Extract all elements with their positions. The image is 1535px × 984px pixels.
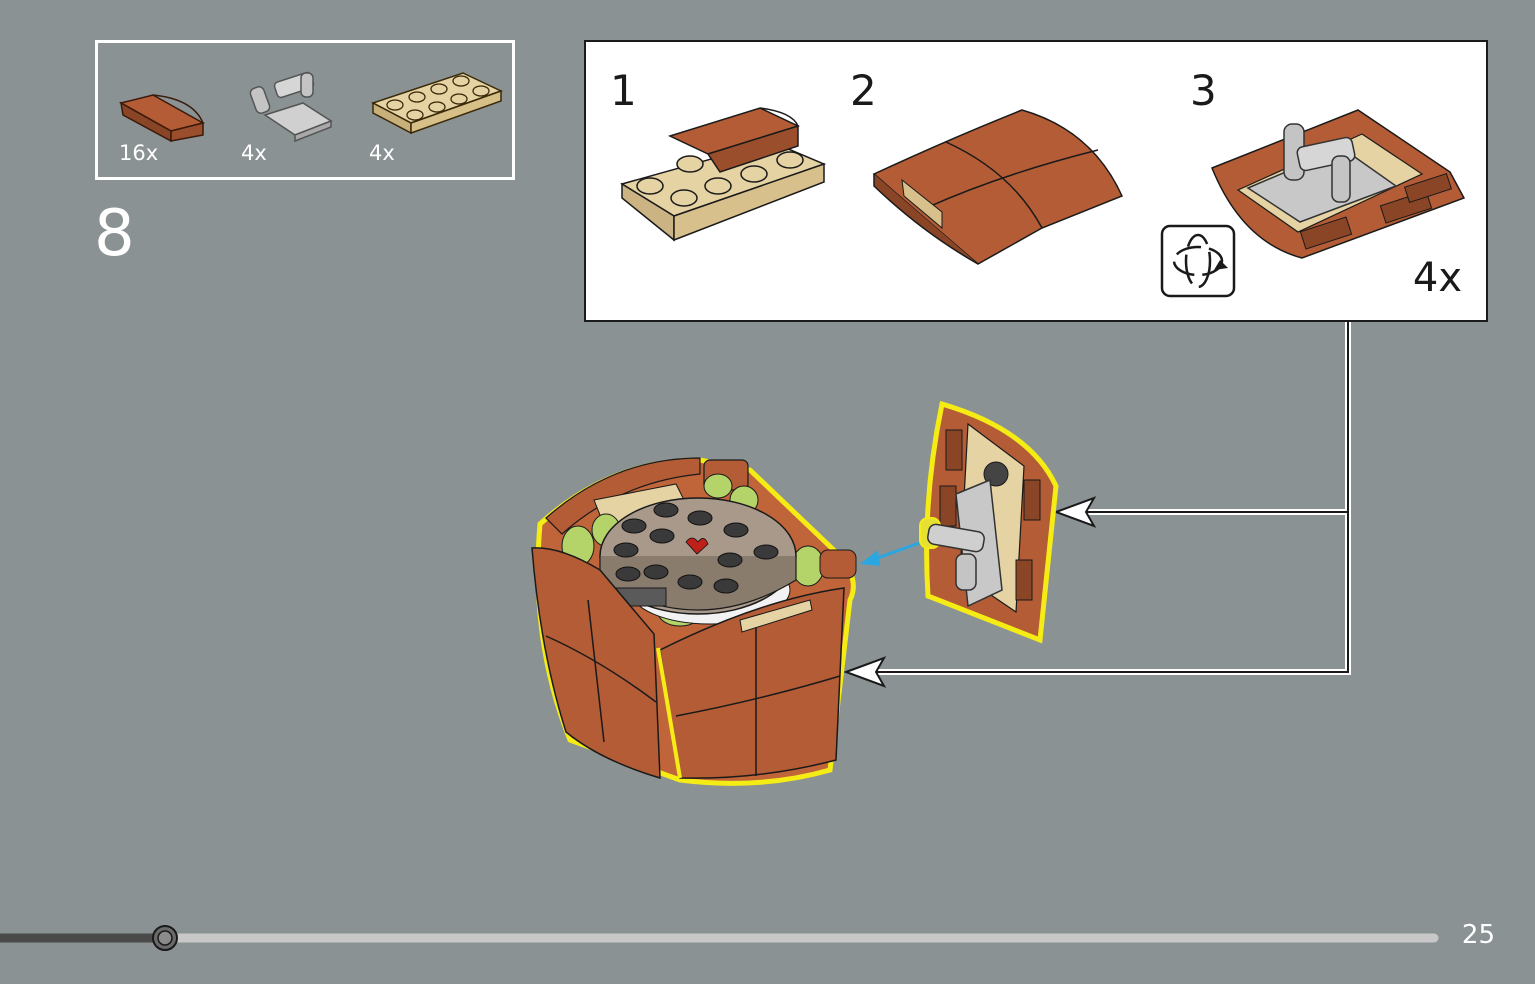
part-curved-slope-icon (118, 94, 206, 143)
rotate-icon (1160, 224, 1236, 298)
part-qty-tan-plate: 4x (369, 141, 395, 165)
callout-connector-core (860, 322, 1349, 673)
substep-1-illustration (620, 107, 827, 242)
part-qty-curved-slope: 16x (119, 141, 159, 165)
insertion-arrow (860, 540, 923, 566)
sub-assembly-multiplier: 4x (1412, 255, 1462, 301)
sub-assembly-callout: 1 2 3 4x (584, 40, 1488, 322)
part-qty-clip-plate: 4x (241, 141, 267, 165)
substep-number-2: 2 (850, 66, 877, 115)
side-panel-assembly (919, 400, 1059, 644)
page-number: 25 (1461, 920, 1495, 950)
parts-callout: 16x 4x 4x (95, 40, 515, 180)
substep-3-illustration (1211, 109, 1466, 259)
progress-bar (0, 925, 1439, 951)
substep-number-3: 3 (1190, 66, 1217, 115)
part-tan-plate-icon (371, 72, 503, 135)
step-number: 8 (94, 197, 135, 271)
arrow-head-upper (1053, 496, 1097, 528)
parts-illustrations (118, 71, 503, 143)
arrow-head-lower (843, 656, 887, 688)
substep-number-1: 1 (610, 66, 637, 115)
sub-assembly-illustrations (620, 107, 1466, 298)
substep-2-illustration (872, 109, 1124, 265)
part-clip-plate-icon (249, 71, 333, 143)
base-drum (531, 457, 857, 786)
